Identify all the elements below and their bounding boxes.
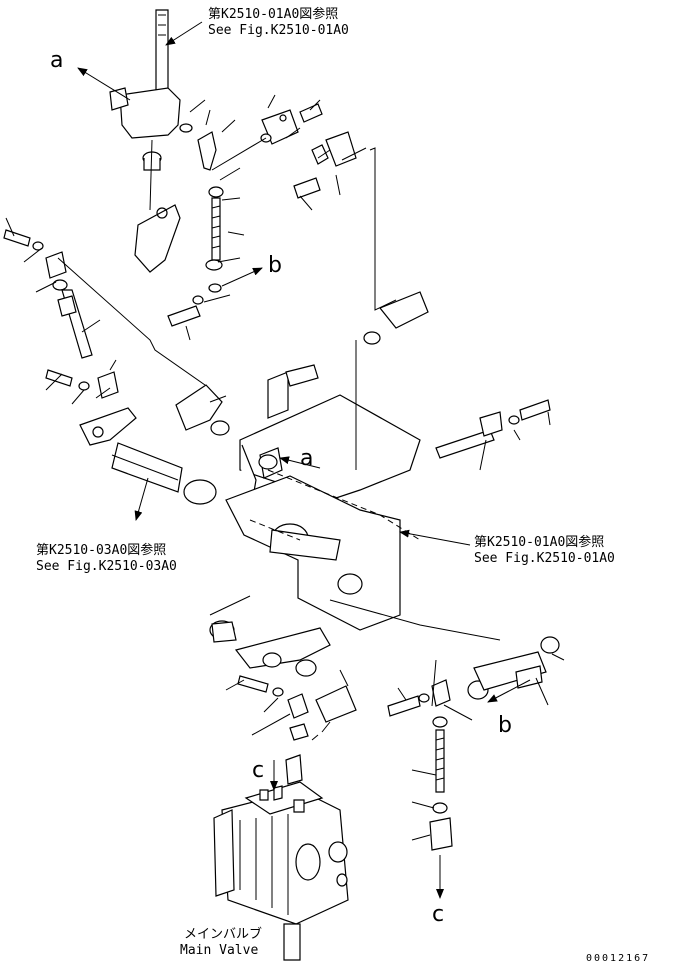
ref-left-leader bbox=[134, 477, 149, 521]
drawing-number: 00012167 bbox=[586, 953, 651, 964]
main-valve-jp: メインバルブ bbox=[184, 927, 263, 942]
leader-lines-left bbox=[5, 217, 227, 405]
arrow-b-top bbox=[221, 267, 263, 287]
callout-b-bottom: b bbox=[498, 713, 512, 738]
callout-a-mid: a bbox=[300, 446, 314, 471]
left-linkage-parts bbox=[3, 229, 230, 505]
ref-right-jp: 第K2510-01A0図参照 bbox=[474, 535, 605, 550]
ref-right-en: See Fig.K2510-01A0 bbox=[474, 551, 615, 566]
arrow-a-mid bbox=[279, 456, 321, 469]
ref-top-leader bbox=[165, 21, 203, 46]
leader-lines-lower bbox=[225, 669, 349, 741]
main-valve-en: Main Valve bbox=[180, 943, 259, 958]
lower-linkage-parts bbox=[209, 595, 501, 785]
linkage-hardware-top bbox=[167, 103, 357, 327]
clevis-assembly bbox=[387, 636, 560, 851]
leader-lines-top bbox=[185, 94, 367, 341]
callout-a-top: a bbox=[50, 48, 64, 73]
ref-left-jp: 第K2510-03A0図参照 bbox=[36, 543, 167, 558]
callout-c-right: c bbox=[432, 902, 445, 927]
callout-b-top: b bbox=[268, 253, 282, 278]
control-lever-assembly bbox=[109, 9, 181, 273]
main-valve-drawing bbox=[213, 781, 349, 961]
ref-top-jp: 第K2510-01A0図参照 bbox=[208, 7, 339, 22]
arrow-a-top bbox=[77, 67, 131, 101]
ref-top-en: See Fig.K2510-01A0 bbox=[208, 23, 349, 38]
mounting-bracket bbox=[225, 291, 429, 631]
callout-c-left: c bbox=[252, 758, 265, 783]
ref-right-leader bbox=[399, 529, 471, 546]
ref-left-en: See Fig.K2510-03A0 bbox=[36, 559, 177, 574]
right-rod-parts bbox=[435, 399, 551, 471]
leader-lines-clevis bbox=[397, 653, 565, 841]
arrow-b-bottom bbox=[487, 679, 531, 703]
